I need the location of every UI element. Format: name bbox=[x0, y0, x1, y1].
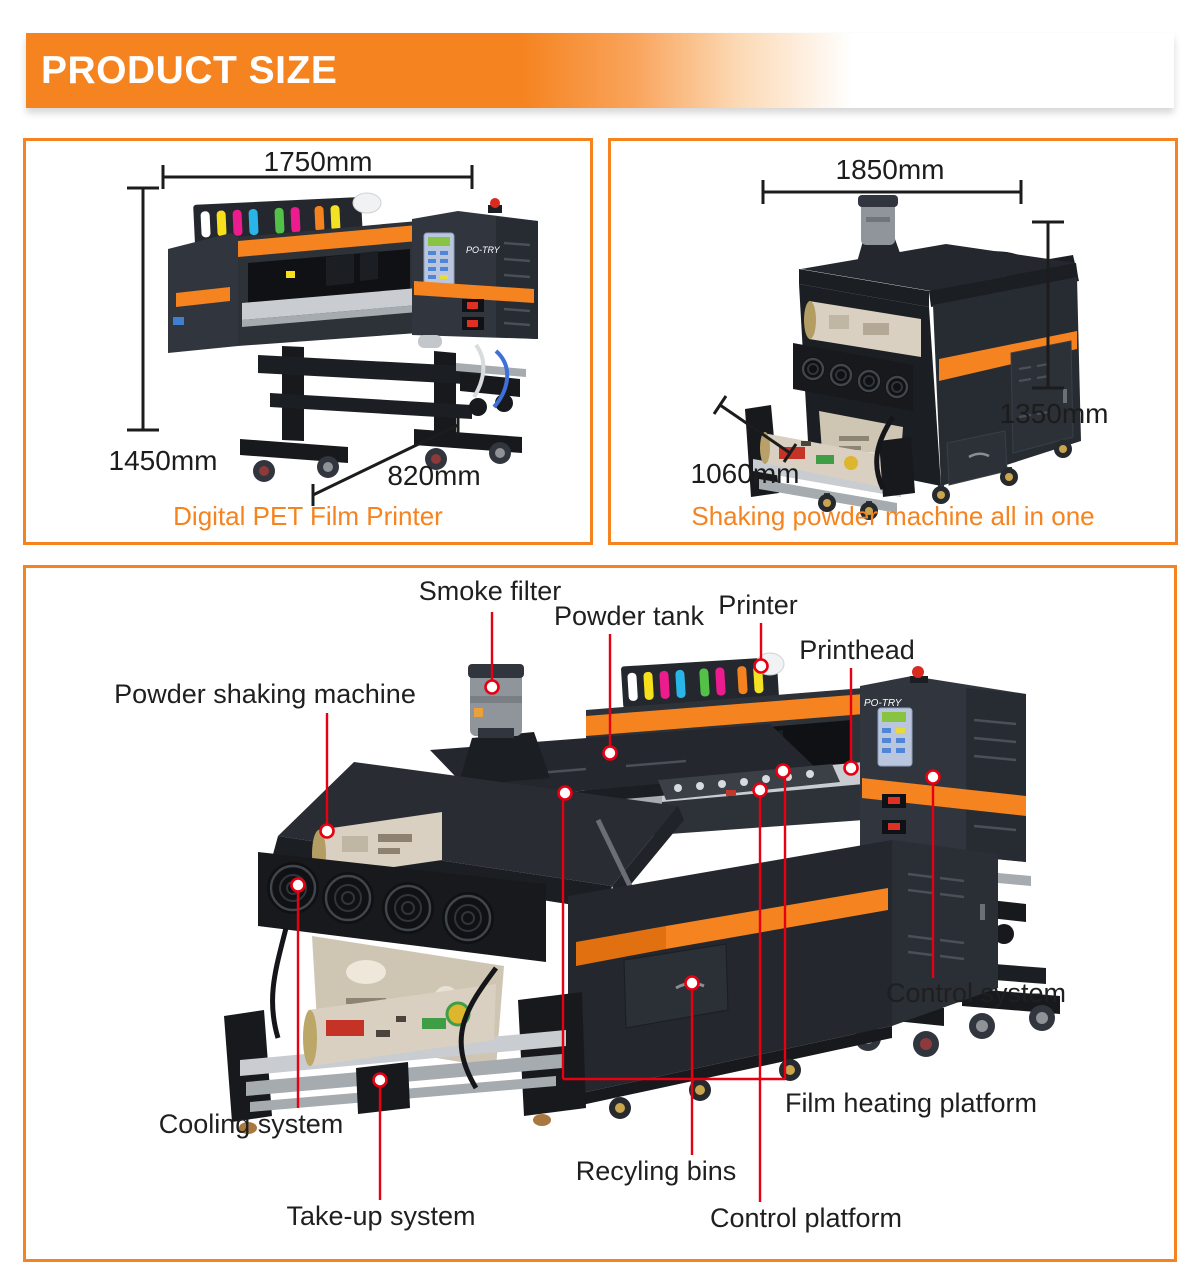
callout-dot bbox=[925, 769, 941, 785]
shaker-caption: Shaking powder machine all in one bbox=[691, 501, 1095, 531]
callout-control-platform bbox=[752, 782, 768, 1202]
callout-dot bbox=[602, 745, 618, 761]
ink-cartridges bbox=[621, 657, 779, 709]
dim-width-line bbox=[761, 180, 1023, 204]
callout-dot bbox=[775, 763, 791, 779]
callout-dot bbox=[557, 785, 573, 801]
fan bbox=[322, 872, 374, 924]
cooling-fans bbox=[793, 343, 913, 411]
brand-logo: PO-TRY bbox=[864, 698, 903, 709]
label-control-system: Control system bbox=[885, 978, 1067, 1008]
printer-deck bbox=[238, 221, 418, 346]
label-printer: Printer bbox=[718, 590, 798, 620]
label-powder-tank: Powder tank bbox=[553, 601, 705, 631]
callout-dot bbox=[290, 877, 306, 893]
printer-illustration: PO-TRY bbox=[127, 165, 538, 506]
machine-diagram-illustration: PO-TRY bbox=[224, 612, 1060, 1202]
label-recycling-bins: Recyling bins bbox=[575, 1156, 737, 1186]
caster-wheels bbox=[818, 439, 1072, 520]
fan bbox=[382, 882, 434, 934]
emergency-button bbox=[490, 198, 500, 208]
callout-dot bbox=[752, 782, 768, 798]
caster-wheels bbox=[253, 442, 511, 482]
dim-depth-line bbox=[712, 395, 798, 463]
smoke-filter-motor bbox=[458, 664, 550, 786]
shaker-film-roll bbox=[804, 301, 921, 357]
callout-dot bbox=[319, 823, 335, 839]
printer-control-pod: PO-TRY bbox=[860, 666, 1026, 862]
take-up-assembly bbox=[224, 927, 586, 1122]
label-cooling-system: Cooling system bbox=[158, 1109, 344, 1139]
callout-cooling-system bbox=[290, 877, 306, 1108]
fan bbox=[442, 892, 494, 944]
dim-depth-label: 820mm bbox=[387, 460, 481, 491]
callout-control-system bbox=[925, 769, 941, 978]
dim-width-label: 1750mm bbox=[263, 146, 373, 177]
printer-caption: Digital PET Film Printer bbox=[173, 501, 443, 531]
callout-film-heating-platform bbox=[557, 763, 791, 1081]
recycling-drawer bbox=[623, 943, 729, 1029]
callout-printer bbox=[753, 623, 769, 674]
callout-dot bbox=[843, 760, 859, 776]
emergency-button bbox=[912, 666, 924, 678]
label-powder-shaking-machine: Powder shaking machine bbox=[114, 679, 416, 709]
dim-width-label: 1850mm bbox=[835, 154, 945, 185]
film-roll bbox=[352, 192, 382, 214]
shaker-illustration bbox=[712, 180, 1081, 520]
dim-depth-line bbox=[311, 414, 460, 506]
callout-dot bbox=[684, 975, 700, 991]
callout-take-up-system bbox=[372, 1072, 388, 1200]
shaker-film-roll bbox=[312, 812, 442, 878]
shaker-roof bbox=[799, 244, 1078, 307]
printer-control-pod: PO-TRY bbox=[412, 198, 538, 339]
dim-depth-label: 1060mm bbox=[690, 458, 800, 489]
printer-left-pod bbox=[168, 233, 238, 353]
take-up-assembly bbox=[745, 405, 915, 513]
page-title: PRODUCT SIZE bbox=[41, 48, 338, 92]
callout-dot bbox=[372, 1072, 388, 1088]
control-platform-strip bbox=[658, 764, 840, 800]
parts-diagram-panel: PO-TRY bbox=[23, 565, 1177, 1262]
callout-recycling-bins bbox=[684, 975, 700, 1155]
printed-film-roll bbox=[303, 984, 496, 1066]
label-take-up-system: Take-up system bbox=[286, 1201, 476, 1231]
dim-width-line bbox=[161, 165, 474, 189]
callout-dot bbox=[753, 658, 769, 674]
callout-smoke-filter bbox=[484, 612, 500, 695]
dim-height-line bbox=[1032, 220, 1064, 390]
printer-stand bbox=[240, 343, 526, 482]
callout-dot bbox=[484, 679, 500, 695]
caster-wheels bbox=[239, 1059, 801, 1134]
shaker-body bbox=[568, 840, 998, 1108]
label-film-heating-platform: Film heating platform bbox=[784, 1088, 1038, 1118]
shaker-right-face bbox=[933, 277, 1081, 486]
shaker-size-panel: 1850mm 1350mm 1060mm Shaking powder mach… bbox=[608, 138, 1178, 545]
label-control-platform: Control platform bbox=[709, 1203, 903, 1233]
brand-logo: PO-TRY bbox=[466, 245, 501, 255]
label-smoke-filter: Smoke filter bbox=[418, 576, 562, 606]
callout-powder-tank bbox=[602, 634, 618, 761]
dim-height-line bbox=[127, 186, 159, 432]
dim-height-label: 1350mm bbox=[999, 398, 1109, 429]
shaker-motor bbox=[855, 195, 905, 269]
printer-size-panel: PO-TRY bbox=[23, 138, 593, 545]
callout-printhead bbox=[843, 668, 859, 776]
header-banner: PRODUCT SIZE bbox=[26, 33, 1174, 108]
dim-height-label: 1450mm bbox=[108, 445, 218, 476]
callout-powder-shaking-machine bbox=[319, 713, 335, 839]
label-printhead: Printhead bbox=[799, 635, 915, 665]
